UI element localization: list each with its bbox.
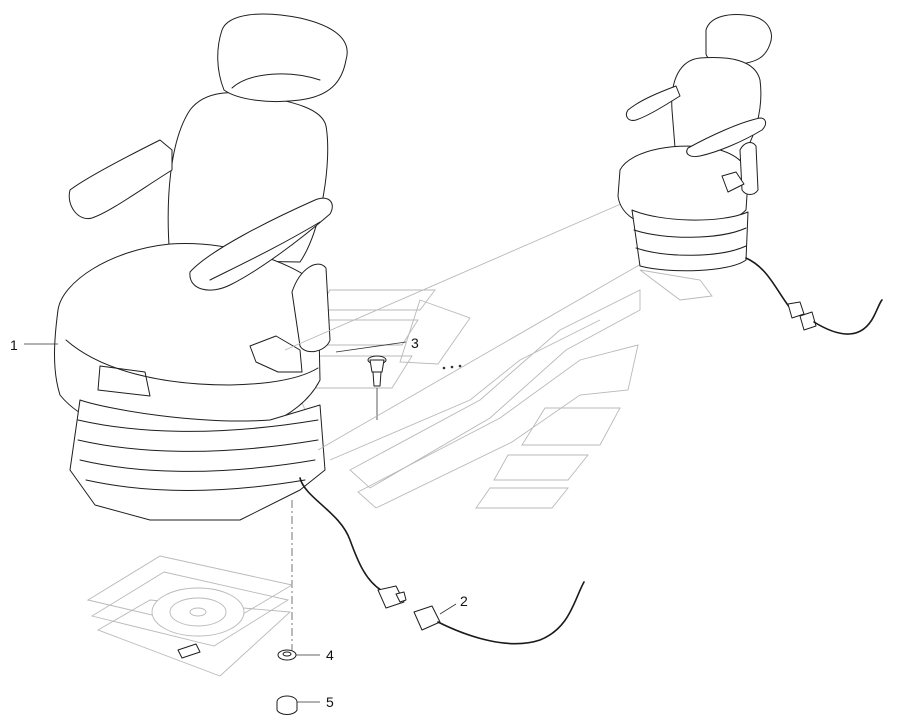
callout-2: 2 [460,593,468,609]
seat-assembly-reference [284,14,883,451]
seat-assembly-large [54,13,348,521]
cab-floor-panels [255,289,641,509]
callout-1: 1 [10,337,18,353]
callout-3: 3 [411,335,419,351]
callout-5: 5 [326,694,334,710]
washer [277,649,297,661]
spacer [276,695,298,715]
swivel-base-plate [86,555,294,677]
callout-4: 4 [326,647,334,663]
bolt [367,355,387,387]
wiring-harness [299,477,585,645]
